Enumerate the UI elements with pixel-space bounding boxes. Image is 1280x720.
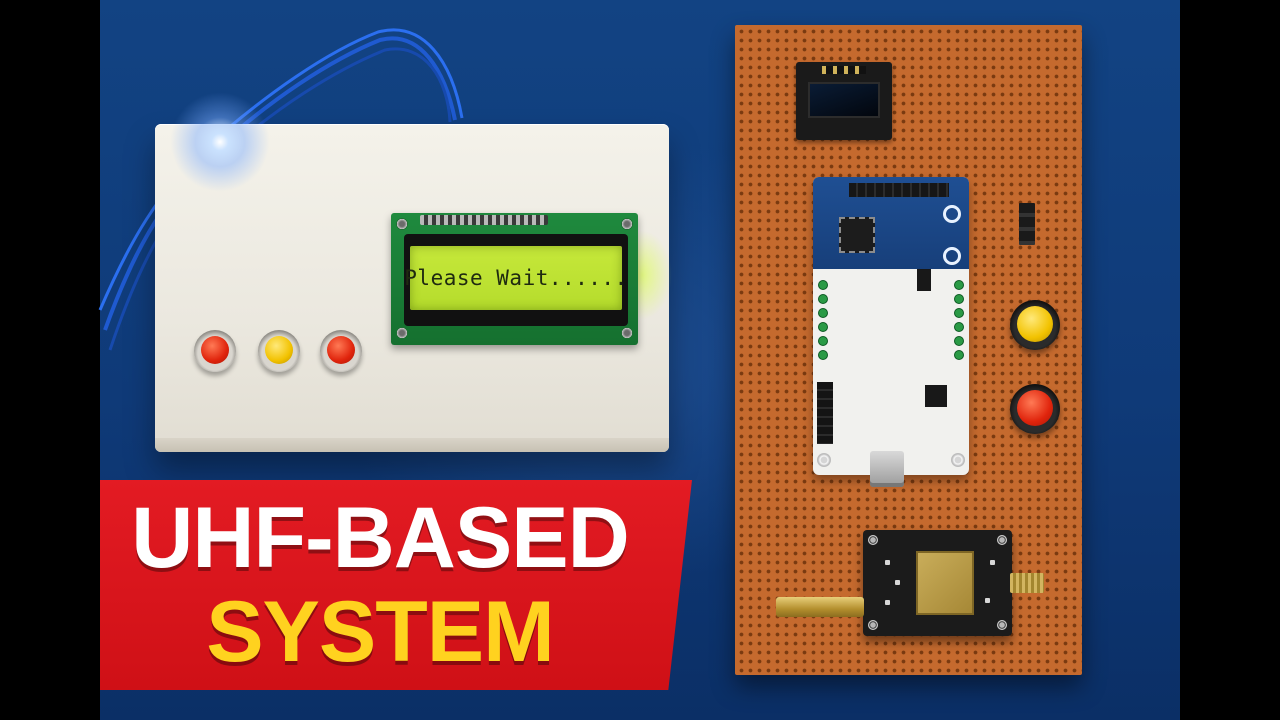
lcd-mount-hole [621,218,633,230]
arduino-pad [955,295,963,303]
arduino-logo-icon [939,205,965,265]
lcd-mount-hole [621,327,633,339]
title-line-primary: UHF-BASED [131,490,629,586]
button-cap [1017,306,1053,342]
usb-c-port [870,451,904,487]
arduino-pad [955,309,963,317]
uhf-smd-part [885,560,890,565]
three-pin-header [1019,203,1035,245]
arduino-pad [819,337,827,345]
button-cap [1017,390,1053,426]
arduino-small-ic [917,269,931,291]
arduino-pad [819,351,827,359]
uhf-smd-part [895,580,900,585]
arduino-pin-header [849,183,949,197]
arduino-side-header [817,382,833,444]
uhf-smd-part [885,600,890,605]
button-cap [327,336,355,364]
button-cap [201,336,229,364]
button-cap [265,336,293,364]
letterbox-right [1180,0,1280,720]
arduino-pad [955,323,963,331]
arduino-pad [955,351,963,359]
arduino-mount-hole [817,453,831,467]
arduino-microcontroller-chip [839,217,875,253]
lcd-pin-header [420,215,548,225]
arduino-pad [819,281,827,289]
arduino-pad [819,295,827,303]
led-light-flare [170,92,270,192]
enclosure-button-yellow[interactable] [258,330,300,372]
uhf-mount-hole [868,535,878,545]
board-button-red[interactable] [1010,384,1060,434]
lcd-mount-hole [396,327,408,339]
coax-connector [776,597,864,617]
oled-screen [808,82,880,118]
arduino-small-ic [925,385,947,407]
enclosure-button-red-right[interactable] [320,330,362,372]
arduino-board [813,177,969,475]
board-button-yellow[interactable] [1010,300,1060,350]
enclosure-button-red-left[interactable] [194,330,236,372]
oled-pin-header [822,66,866,74]
letterbox-left [0,0,100,720]
title-banner [100,480,692,690]
lcd-screen: Please Wait...... [404,246,627,310]
uhf-mount-hole [997,620,1007,630]
uhf-smd-part [990,560,995,565]
title-line-secondary: SYSTEM [206,584,555,680]
arduino-mount-hole [951,453,965,467]
uhf-rf-shield [916,551,974,615]
lcd-mount-hole [396,218,408,230]
sma-antenna-connector [1010,573,1044,593]
arduino-pad [955,337,963,345]
uhf-smd-part [985,598,990,603]
lcd-message: Please Wait...... [404,266,628,290]
perfboard [735,25,1082,675]
uhf-mount-hole [997,535,1007,545]
arduino-pad [955,281,963,289]
arduino-pad [819,323,827,331]
arduino-pad [819,309,827,317]
uhf-mount-hole [868,620,878,630]
